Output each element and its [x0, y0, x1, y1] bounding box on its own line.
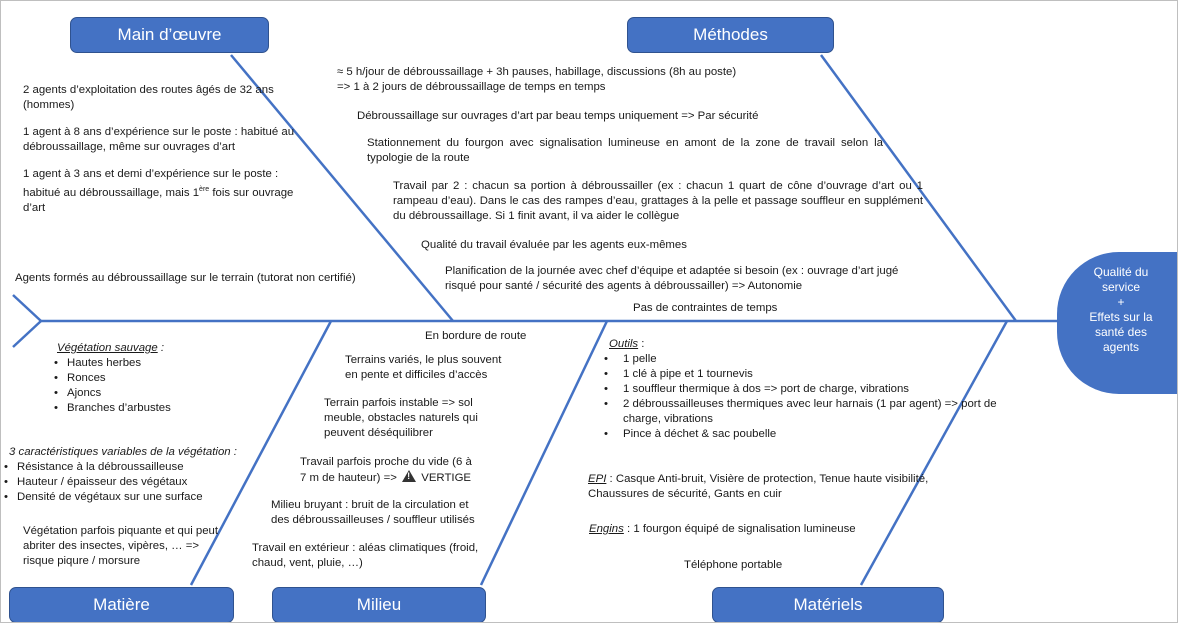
methodes-line: => 1 à 2 jours de débroussaillage de tem…	[337, 81, 606, 93]
materiels-telephone: Téléphone portable	[684, 559, 783, 571]
list-item: Hauteur / épaisseur des végétaux	[1, 475, 261, 490]
list-item: Pince à déchet & sac poubelle	[591, 427, 1031, 442]
matiere-veg-title: Végétation sauvage :	[57, 341, 257, 356]
matiere-item: Végétation parfois piquante et qui peut …	[23, 525, 219, 567]
tail-upper-line	[12, 294, 42, 322]
methodes-item: Débroussaillage sur ouvrages d’art par b…	[357, 110, 759, 122]
list-item: 1 pelle	[591, 352, 1031, 367]
effect-box: Qualité du service + Effets sur la santé…	[1057, 252, 1177, 394]
matiere-veg-title-suffix: :	[157, 342, 165, 354]
methodes-item: Travail par 2 : chacun sa portion à débr…	[393, 180, 923, 222]
materiels-epi: EPI : Casque Anti-bruit, Visière de prot…	[588, 472, 978, 502]
list-item: Branches d’arbustes	[51, 401, 271, 416]
list-item: Ajoncs	[51, 386, 271, 401]
main-oeuvre-text: 2 agents d’exploitation des routes âgés …	[23, 83, 323, 216]
milieu-item: En bordure de route	[425, 330, 527, 342]
tail-lower-line	[12, 320, 42, 348]
matiere-vegetation: Végétation sauvage :	[57, 341, 257, 356]
category-methodes: Méthodes	[627, 17, 834, 53]
main-oeuvre-item: 1 agent à 8 ans d’expérience sur le post…	[23, 126, 295, 153]
main-oeuvre-item: 1 agent à 3 ans et demi d’expérience sur…	[23, 167, 313, 216]
list-item: Résistance à la débroussailleuse	[1, 460, 261, 475]
materiels-outils-list: 1 pelle 1 clé à pipe et 1 tournevis 1 so…	[591, 352, 1031, 442]
outils-title: Outils	[609, 338, 639, 350]
superscript: ère	[199, 186, 210, 193]
milieu-text-part: Travail parfois proche du vide (6 à 7 m …	[300, 456, 472, 484]
engins-title: Engins	[589, 523, 624, 535]
epi-text: : Casque Anti-bruit, Visière de protecti…	[588, 473, 929, 500]
list-item: Ronces	[51, 371, 271, 386]
methodes-item: ≈ 5 h/jour de débroussaillage + 3h pause…	[337, 65, 857, 95]
main-oeuvre-item: 2 agents d’exploitation des routes âgés …	[23, 84, 274, 111]
methodes-item: Pas de contraintes de temps	[633, 302, 778, 314]
matiere-car-title: 3 caractéristiques variables de la végét…	[9, 446, 237, 458]
milieu-item: Terrains variés, le plus souvent en pent…	[345, 354, 502, 381]
milieu-item: Travail parfois proche du vide (6 à 7 m …	[300, 455, 472, 486]
materiels-outils-title: Outils :	[609, 337, 729, 352]
effect-line: santé des	[1094, 325, 1148, 339]
main-oeuvre-text-part: fois sur ouvrage d’art	[23, 186, 294, 214]
effect-line: Qualité du	[1093, 265, 1149, 279]
bone-milieu	[479, 320, 609, 586]
category-main-oeuvre: Main d’œuvre	[70, 17, 269, 53]
materiels-engins: Engins : 1 fourgon équipé de signalisati…	[589, 522, 969, 537]
methodes-item: Stationnement du fourgon avec signalisat…	[367, 137, 883, 164]
matiere-car-list: Résistance à la débroussailleuse Hauteur…	[1, 460, 261, 505]
epi-title: EPI	[588, 473, 607, 485]
matiere-veg-title-text: Végétation sauvage	[57, 342, 158, 354]
engins-text: : 1 fourgon équipé de signalisation lumi…	[623, 523, 856, 535]
matiere-veg-list: Hautes herbes Ronces Ajoncs Branches d’a…	[51, 356, 271, 416]
methodes-item: Qualité du travail évaluée par les agent…	[421, 239, 687, 251]
bone-main-oeuvre	[230, 54, 454, 322]
list-item: Densité de végétaux sur une surface	[1, 490, 261, 505]
category-milieu: Milieu	[272, 587, 486, 622]
category-matiere: Matière	[9, 587, 234, 622]
bone-matiere	[189, 320, 333, 586]
effect-line: agents	[1102, 340, 1140, 354]
methodes-line: ≈ 5 h/jour de débroussaillage + 3h pause…	[337, 66, 737, 78]
warning-icon	[402, 470, 417, 482]
list-item: 2 débroussailleuses thermiques avec leur…	[591, 397, 1011, 427]
effect-line: +	[1117, 295, 1125, 309]
outils-title-suffix: :	[638, 338, 645, 350]
milieu-text-part: VERTIGE	[421, 472, 472, 484]
list-item: Hautes herbes	[51, 356, 271, 371]
methodes-item: Planification de la journée avec chef d’…	[445, 265, 899, 292]
main-oeuvre-text-part: 1 agent à 3 ans et demi d’expérience sur…	[23, 168, 279, 199]
main-oeuvre-item: Agents formés au débroussaillage sur le …	[15, 272, 356, 284]
milieu-item: Milieu bruyant : bruit de la circulation…	[271, 499, 475, 526]
milieu-item: Terrain parfois instable => sol meuble, …	[324, 397, 478, 439]
milieu-item: Travail en extérieur : aléas climatiques…	[252, 542, 479, 569]
bone-methodes	[819, 54, 1018, 322]
list-item: 1 clé à pipe et 1 tournevis	[591, 367, 1031, 382]
effect-line: Effets sur la	[1089, 310, 1153, 324]
list-item: 1 souffleur thermique à dos => port de c…	[591, 382, 1031, 397]
effect-line: service	[1101, 280, 1140, 294]
category-materiels: Matériels	[712, 587, 944, 622]
